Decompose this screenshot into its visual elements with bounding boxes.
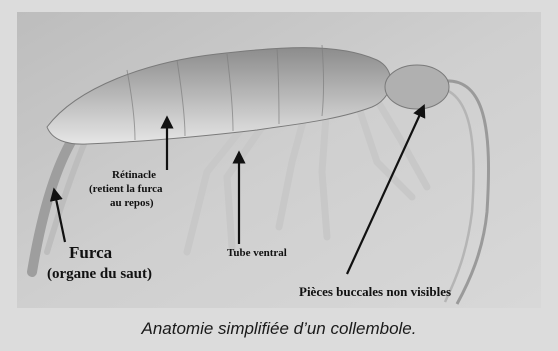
specimen-head — [385, 65, 449, 109]
label-furca: Furca — [69, 243, 113, 262]
label-retinacle-3: au repos) — [110, 197, 154, 209]
label-retinacle-1: Rétinacle — [112, 169, 156, 181]
collembola-photo: Rétinacle (retient la furca au repos) Fu… — [17, 12, 541, 308]
label-retinacle-2: (retient la furca — [89, 183, 163, 195]
label-tube-ventral: Tube ventral — [227, 247, 287, 259]
figure-caption: Anatomie simplifiée d’un collembole. — [0, 312, 558, 348]
label-furca-desc: (organe du saut) — [47, 266, 152, 282]
label-pieces-buccales: Pièces buccales non visibles — [299, 284, 451, 299]
